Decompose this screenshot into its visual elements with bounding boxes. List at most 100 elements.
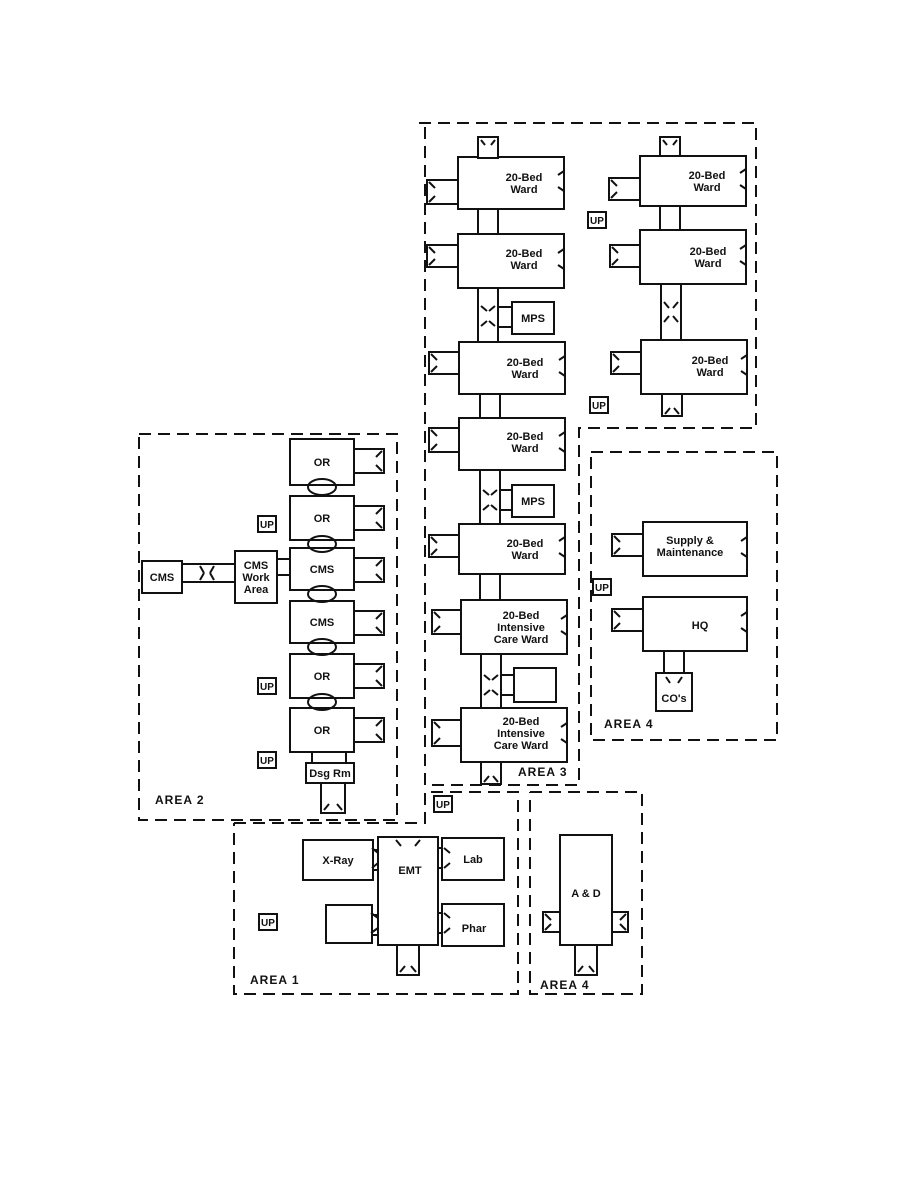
room-label: Intensive xyxy=(497,622,545,634)
door-swing-icon xyxy=(323,803,343,811)
up-label: UP xyxy=(261,918,275,929)
room-label: MPS xyxy=(521,313,545,325)
door-swing-icon xyxy=(558,431,566,453)
door-swing-icon xyxy=(307,638,337,656)
connector-corridor xyxy=(479,469,501,525)
door-swing-icon xyxy=(430,353,438,373)
room-ward-5 xyxy=(458,523,566,575)
room-ward-1 xyxy=(457,156,565,210)
connector-corridor xyxy=(437,847,443,869)
room-label: 20-Bed xyxy=(503,716,540,728)
connector-corridor xyxy=(609,244,643,268)
connector-corridor xyxy=(611,608,645,632)
room-label: 20-Bed xyxy=(506,248,543,260)
door-swing-icon xyxy=(307,535,337,553)
room-or-3 xyxy=(289,653,355,699)
stairs-up-marker xyxy=(587,211,607,229)
room-or-2 xyxy=(289,495,355,541)
door-swing-icon xyxy=(375,450,383,472)
door-swing-icon xyxy=(307,478,337,496)
connector-corridor xyxy=(311,751,347,764)
door-swing-icon xyxy=(428,181,436,203)
door-swing-icon xyxy=(375,665,383,687)
up-label: UP xyxy=(260,756,274,767)
room-hq xyxy=(642,596,748,652)
door-swing-icon xyxy=(375,719,383,741)
door-swing-icon xyxy=(662,139,678,146)
door-swing-icon xyxy=(375,559,383,581)
door-swing-icon xyxy=(739,168,747,190)
room-phar xyxy=(441,903,505,947)
connector-corridor xyxy=(608,177,642,201)
area-boundary-area2 xyxy=(138,433,398,821)
door-swing-icon xyxy=(307,585,337,603)
connector-corridor xyxy=(479,393,501,419)
room-label: OR xyxy=(314,457,331,469)
room-label: Ward xyxy=(694,258,721,270)
connector-corridor xyxy=(477,287,499,343)
up-label: UP xyxy=(436,800,450,811)
room-label: 20-Bed xyxy=(692,355,729,367)
door-swing-icon xyxy=(399,965,417,973)
area-label-area3: AREA 3 xyxy=(518,765,568,779)
door-swing-icon xyxy=(544,913,552,931)
stairs-up-marker xyxy=(257,751,277,769)
room-label: Care Ward xyxy=(494,740,549,752)
up-label: UP xyxy=(595,583,609,594)
room-cos xyxy=(655,672,693,712)
room-emt xyxy=(377,836,439,946)
door-swing-icon xyxy=(740,536,748,558)
stairs-up-marker xyxy=(257,677,277,695)
connector-corridor xyxy=(428,351,462,375)
door-swing-icon xyxy=(482,489,498,511)
door-swing-icon xyxy=(558,355,566,377)
room-supply xyxy=(642,521,748,577)
area-boundary-area3 xyxy=(419,122,757,786)
connector-corridor xyxy=(181,563,236,583)
connector-corridor xyxy=(276,558,291,576)
room-label: Work xyxy=(242,572,270,584)
room-or-1 xyxy=(289,438,355,486)
connector-corridor xyxy=(497,306,513,328)
door-swing-icon xyxy=(613,535,621,555)
connector-corridor xyxy=(611,533,645,557)
door-swing-icon xyxy=(619,913,627,931)
room-ward-3 xyxy=(458,341,566,395)
connector-corridor xyxy=(663,650,685,676)
room-label: Area xyxy=(244,584,269,596)
door-swing-icon xyxy=(371,847,379,869)
door-swing-icon xyxy=(443,847,451,869)
room-label: 20-Bed xyxy=(507,357,544,369)
stairs-up-marker xyxy=(433,795,453,813)
door-swing-icon xyxy=(443,912,451,934)
room-label: Lab xyxy=(463,854,483,866)
door-swing-icon xyxy=(433,611,441,633)
room-label: Phar xyxy=(462,923,487,935)
room-label: 20-Bed xyxy=(690,246,727,258)
up-label: UP xyxy=(592,401,606,412)
room-label: CMS xyxy=(310,617,334,629)
room-cms-work xyxy=(234,550,278,604)
stairs-up-marker xyxy=(257,515,277,533)
door-swing-icon xyxy=(740,611,748,633)
room-label: Ward xyxy=(696,367,723,379)
door-swing-icon xyxy=(557,248,565,270)
area-boundary-area1 xyxy=(233,791,519,995)
door-swing-icon xyxy=(560,722,568,744)
door-swing-icon xyxy=(665,676,683,684)
door-swing-icon xyxy=(428,246,436,266)
room-label: Ward xyxy=(511,369,538,381)
door-swing-icon xyxy=(375,612,383,634)
room-label: OR xyxy=(314,725,331,737)
connector-corridor xyxy=(437,912,443,934)
room-label: 20-Bed xyxy=(507,538,544,550)
door-swing-icon xyxy=(395,839,421,847)
door-swing-icon xyxy=(375,507,383,529)
room-cms-2 xyxy=(289,600,355,644)
room-cms-ext xyxy=(141,560,183,594)
room-label: Supply & xyxy=(666,535,714,547)
room-ward-4 xyxy=(458,417,566,471)
stairs-up-marker xyxy=(592,578,612,596)
room-ward-r1 xyxy=(639,155,747,207)
stairs-up-marker xyxy=(589,396,609,414)
